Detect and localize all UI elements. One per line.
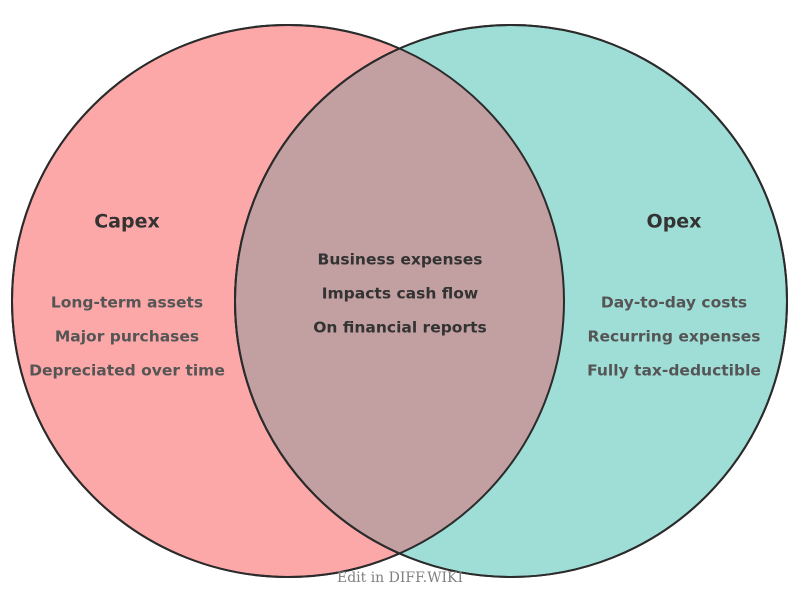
list-item: Impacts cash flow xyxy=(322,285,478,303)
edit-in-diff-wiki-link[interactable]: Edit in DIFF.WIKI xyxy=(337,570,463,586)
set-title-capex: Capex xyxy=(94,211,160,233)
list-item: Fully tax-deductible xyxy=(587,362,761,380)
circle-opex-outline xyxy=(234,24,788,578)
list-item: Recurring expenses xyxy=(588,328,761,346)
item-list-intersection: Business expenses Impacts cash flow On f… xyxy=(313,251,486,337)
list-item: On financial reports xyxy=(313,319,486,337)
set-title-opex: Opex xyxy=(647,211,702,233)
list-item: Depreciated over time xyxy=(29,362,225,380)
list-item: Business expenses xyxy=(318,251,483,269)
circle-capex-outline xyxy=(11,24,565,578)
list-item: Long-term assets xyxy=(51,294,203,312)
list-item: Day-to-day costs xyxy=(601,294,747,312)
item-list-opex: Day-to-day costs Recurring expenses Full… xyxy=(587,294,761,380)
item-list-capex: Long-term assets Major purchases Depreci… xyxy=(29,294,225,380)
list-item: Major purchases xyxy=(55,328,199,346)
